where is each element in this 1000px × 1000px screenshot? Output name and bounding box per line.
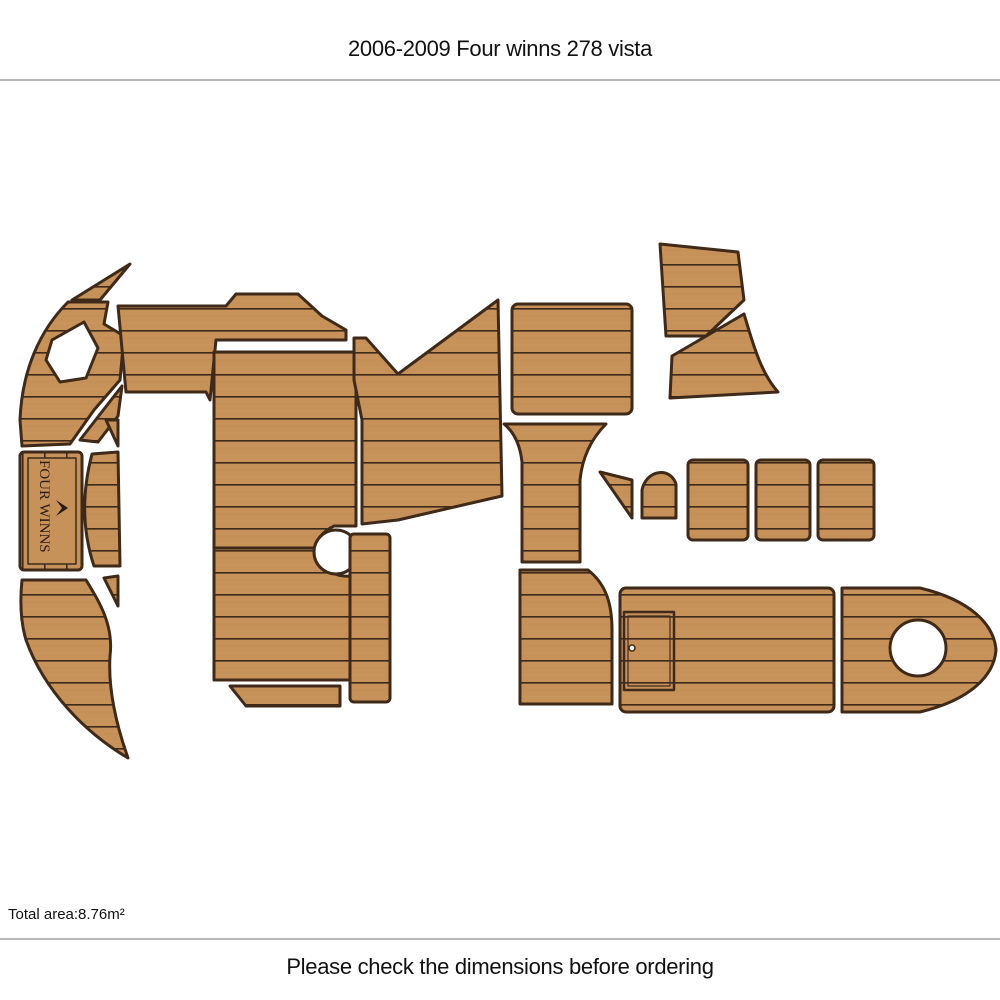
pad-small-triangle-b [102,574,120,608]
pad-mid-bottom [518,568,614,706]
pad-bow-upper-right [78,384,124,444]
pad-top-long [116,292,348,402]
logo-text: FOUR WINNS [36,460,52,553]
pad-small-triangle-a [104,418,120,448]
pad-top-right-b [668,312,780,400]
pad-top-right-a [658,242,746,338]
page-title: 2006-2009 Four winns 278 vista [347,36,653,61]
footer-note: Please check the dimensions before order… [286,954,714,979]
pad-step-arch [640,471,678,520]
top-divider [0,79,1000,81]
pad-side-bolster [83,450,122,568]
pad-cockpit-upper [212,350,358,550]
pad-bow-tip [70,262,132,302]
pad-bow-lower [19,578,130,760]
pad-step-square-2 [754,458,812,542]
pad-step-square-3 [816,458,876,542]
pad-logo-panel: FOUR WINNS [18,450,84,572]
pad-swim-platform-right [840,586,998,714]
pad-mid-top [510,302,634,416]
bottom-divider [0,938,1000,940]
pad-step-wedge [598,470,634,520]
pad-swim-platform-left [618,586,836,714]
pad-mid-pillar [502,422,608,564]
pad-vertical-strip [348,532,392,704]
pad-step-square-1 [686,458,750,542]
pad-angled-console [352,298,504,526]
total-area-label: Total area:8.76m² [8,906,125,923]
pad-bottom-strip [228,684,342,708]
pad-bow-upper-left [18,300,126,448]
